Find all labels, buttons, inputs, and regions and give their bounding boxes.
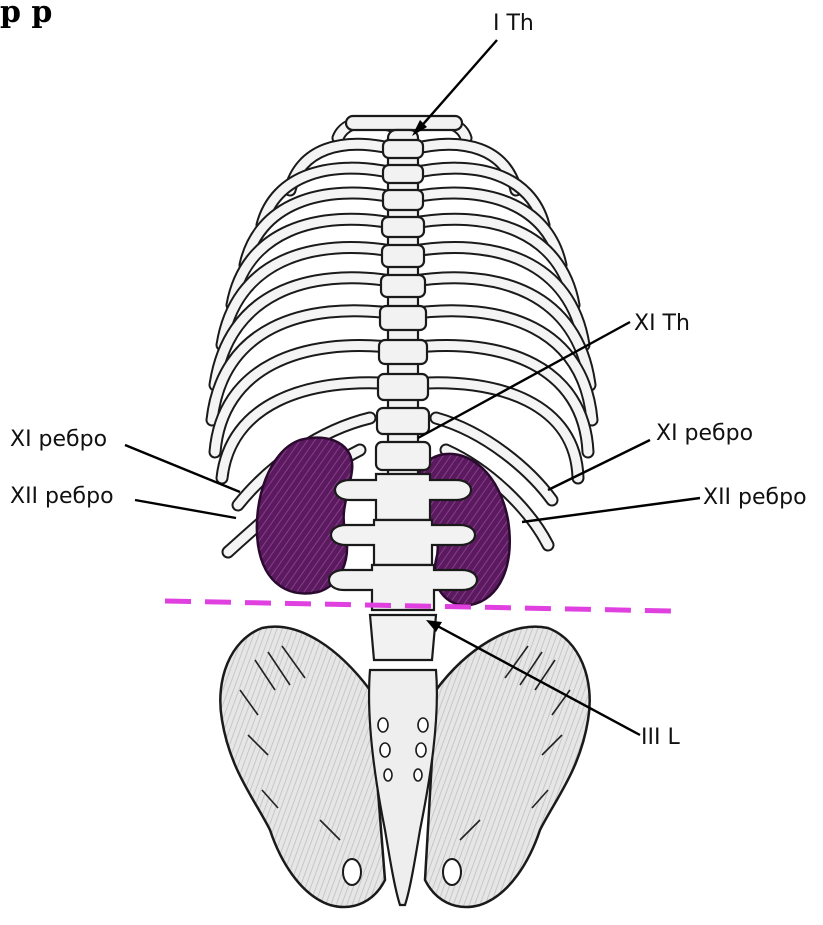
cropped-heading: р р (0, 0, 52, 30)
label-xii-rib-left: XII ребро (10, 484, 114, 509)
label-i-th: I Th (493, 11, 534, 36)
label-xi-rib-left: XI ребро (10, 427, 107, 452)
label-iii-l: III L (641, 725, 680, 750)
label-xii-rib-right: XII ребро (703, 485, 807, 510)
pelvis (220, 627, 589, 907)
label-xi-th: XI Th (634, 311, 690, 336)
label-xi-rib-right: XI ребро (656, 421, 753, 446)
